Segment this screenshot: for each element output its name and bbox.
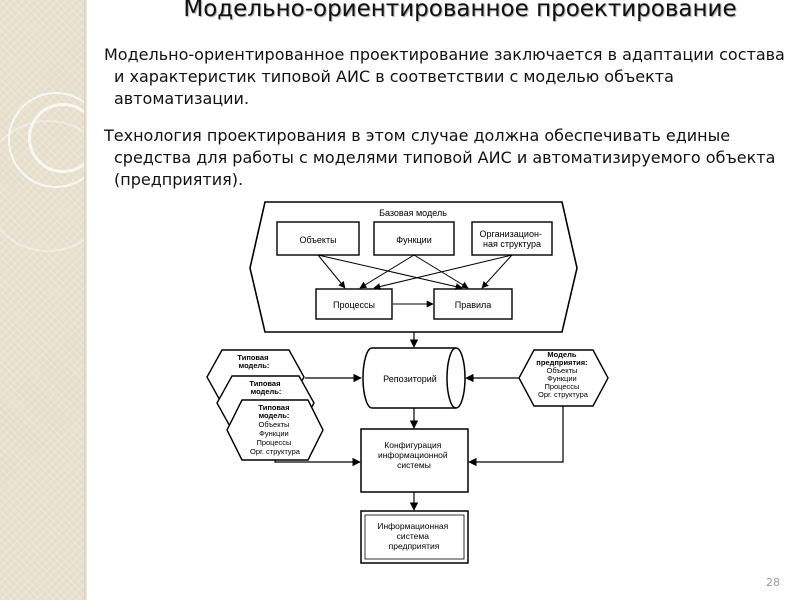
org-structure-label: Организацион- ная структура <box>480 229 545 249</box>
typical-model-front-hex <box>226 399 324 461</box>
typical-to-configuration-arrow <box>274 457 361 467</box>
processes-box <box>315 288 393 320</box>
page-number: 28 <box>766 576 780 589</box>
enterprise-system-box-inner <box>364 514 465 560</box>
typical-model-front-label: Типовая модель: Объекты Функции Процессы… <box>250 403 301 456</box>
rules-box <box>433 288 513 320</box>
objects-box <box>276 221 360 256</box>
repository-cylinder <box>362 347 466 409</box>
typical-model-back-label: Типовая модель: <box>237 353 270 370</box>
processes-label: Процессы <box>333 300 375 310</box>
configuration-box <box>360 428 469 493</box>
rules-label: Правила <box>455 300 492 310</box>
functions-label: Функции <box>396 235 431 245</box>
functions-box <box>373 221 455 256</box>
enterprise-to-configuration-arrow <box>468 406 564 467</box>
typical-model-middle-label: Типовая модель: <box>249 379 282 396</box>
base-model-arrows <box>317 254 513 308</box>
objects-label: Объекты <box>299 235 336 245</box>
slide-title: Модельно-ориентированное проектирование <box>183 0 737 22</box>
repository-label: Репозиторий <box>383 374 437 384</box>
decorative-circle <box>8 92 87 188</box>
paragraph-2: Технология проектирования в этом случае … <box>104 126 776 189</box>
base-model-label: Базовая модель <box>379 208 447 218</box>
enterprise-system-label: Информационная система предприятия <box>377 521 450 551</box>
sidebar-divider <box>84 0 87 600</box>
decorative-circle <box>28 103 87 173</box>
enterprise-model-label: Модель предприятия: Объекты Функции Проц… <box>536 350 589 399</box>
paragraph-1: Модельно-ориентированное проектирование … <box>104 45 785 108</box>
org-structure-box <box>471 221 553 256</box>
enterprise-system-box-outer <box>360 510 469 564</box>
configuration-label: Конфигурация информационной системы <box>378 440 450 470</box>
decorative-sidebar <box>0 0 87 600</box>
